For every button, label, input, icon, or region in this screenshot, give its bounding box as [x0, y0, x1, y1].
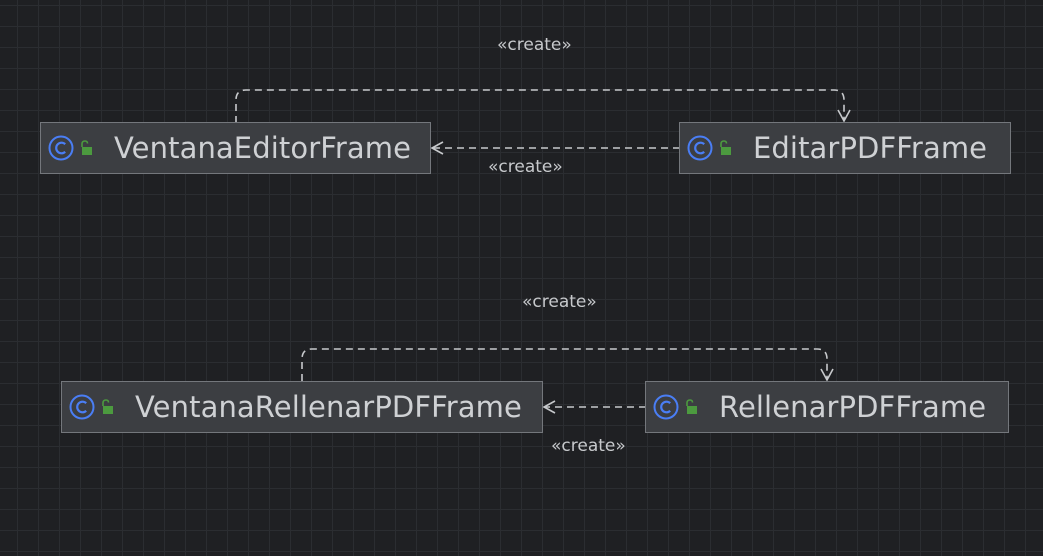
- edge-label: «create»: [497, 35, 572, 55]
- unlocked-lock-icon: [683, 398, 701, 416]
- class-c-icon: [48, 135, 74, 161]
- class-name: EditarPDFFrame: [753, 131, 988, 165]
- unlocked-lock-icon: [99, 398, 117, 416]
- unlocked-lock-icon: [717, 139, 735, 157]
- class-c-icon: [69, 394, 95, 420]
- class-name: VentanaRellenarPDFFrame: [135, 390, 522, 424]
- class-name: RellenarPDFFrame: [719, 390, 987, 424]
- class-node-ventanaeditorframe[interactable]: VentanaEditorFrame: [40, 122, 431, 174]
- class-c-icon: [687, 135, 713, 161]
- edge-label: «create»: [488, 157, 563, 177]
- edge-label: «create»: [522, 292, 597, 312]
- edge-ventanaeditor-to-editarpdf[interactable]: [235, 89, 851, 123]
- class-name: VentanaEditorFrame: [114, 131, 412, 165]
- edge-ventanarellenar-to-rellenarpdf[interactable]: [301, 348, 834, 382]
- unlocked-lock-icon: [78, 139, 96, 157]
- edge-label: «create»: [551, 436, 626, 456]
- class-c-icon: [653, 394, 679, 420]
- class-node-editarpdfframe[interactable]: EditarPDFFrame: [679, 122, 1011, 174]
- class-node-rellenarpdfframe[interactable]: RellenarPDFFrame: [645, 381, 1009, 433]
- class-node-ventanarellenarpdfframe[interactable]: VentanaRellenarPDFFrame: [61, 381, 543, 433]
